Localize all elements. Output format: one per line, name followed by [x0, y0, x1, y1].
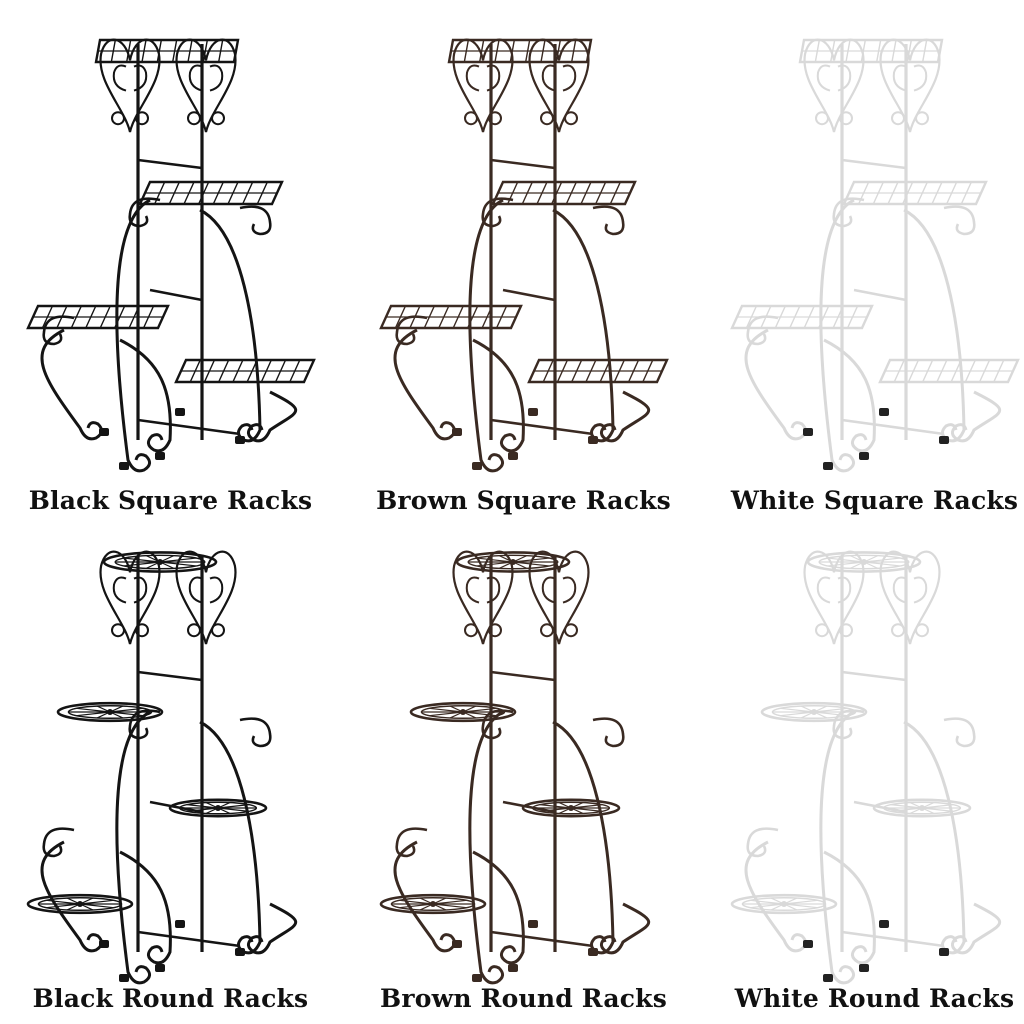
rack-frame: [379, 550, 650, 985]
black-square-rack-image: [26, 38, 316, 473]
variant-white-round: White Round Racks: [704, 512, 1024, 1024]
rack-frame: [379, 38, 669, 473]
variant-label: Black Round Racks: [32, 984, 309, 1013]
variant-label: Brown Round Racks: [380, 984, 667, 1013]
variant-brown-square: Brown Square Racks: [353, 0, 694, 515]
variant-label: Black Square Racks: [28, 486, 313, 515]
brown-round-rack-image: [379, 550, 650, 985]
variant-label: Brown Square Racks: [376, 486, 671, 515]
rack-frame: [730, 550, 1001, 985]
rack-frame: [730, 38, 1020, 473]
variant-black-square: Black Square Racks: [0, 0, 341, 515]
variant-white-square: White Square Racks: [704, 0, 1024, 515]
variant-label: White Square Racks: [730, 486, 1019, 515]
rack-frame: [26, 550, 297, 985]
black-round-rack-image: [26, 550, 297, 985]
brown-square-rack-image: [379, 38, 669, 473]
variant-label: White Round Racks: [734, 984, 1015, 1013]
white-round-rack-image: [730, 550, 1001, 985]
variant-brown-round: Brown Round Racks: [353, 512, 694, 1024]
rack-frame: [26, 38, 316, 473]
variant-black-round: Black Round Racks: [0, 512, 341, 1024]
white-square-rack-image: [730, 38, 1020, 473]
